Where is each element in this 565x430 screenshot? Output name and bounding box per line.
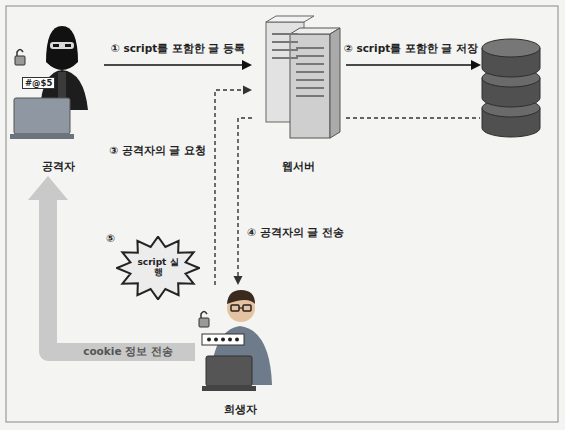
- node-label: 웹서버: [282, 159, 315, 174]
- node-label: script 실행: [136, 258, 180, 278]
- edge-label: cookie 정보 전송: [81, 345, 175, 359]
- frame: [6, 6, 558, 422]
- script-burst: script 실행: [116, 236, 200, 300]
- arrowhead: [242, 60, 252, 70]
- victim-figure: [199, 290, 272, 391]
- web-server-node: 웹서버: [252, 12, 344, 174]
- dashed-arrow: [238, 118, 252, 278]
- database-icon: [482, 39, 540, 137]
- edge-label: ③ 공격자의 글 요청: [107, 144, 208, 158]
- solid-arrow: [104, 64, 244, 66]
- node-label: 공격자: [42, 159, 75, 174]
- arrowhead: [28, 176, 68, 200]
- web-server-icon: [266, 16, 340, 138]
- attacker-node: 공격자: [12, 18, 104, 174]
- step-label: ② script를 포함한 글 저장: [342, 42, 480, 56]
- victim-node: 희생자: [195, 285, 285, 417]
- arrowhead: [243, 86, 252, 95]
- callout-number: ⑤: [104, 232, 117, 244]
- attacker-figure: [10, 26, 88, 139]
- edge-label: ① script를 포함한 글 등록: [109, 42, 247, 56]
- node-label: 희생자: [224, 402, 257, 417]
- password-field-text: #@$5: [22, 77, 55, 89]
- arrowhead: [234, 276, 243, 285]
- store-arrow: [346, 60, 481, 118]
- dashed-arrow: [215, 90, 245, 285]
- edge-label: ④ 공격자의 글 전송: [245, 226, 346, 240]
